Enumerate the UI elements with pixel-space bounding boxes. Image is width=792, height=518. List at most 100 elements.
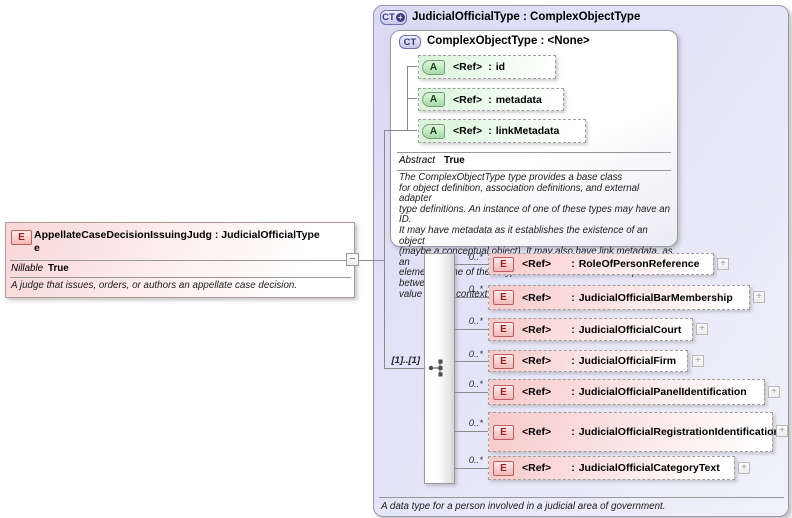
element-title-line2: e bbox=[34, 242, 40, 254]
connector-line bbox=[455, 468, 488, 469]
element-row[interactable]: E <Ref> :JudicialOfficialCategoryText bbox=[488, 456, 735, 480]
abstract-value: True bbox=[444, 155, 465, 166]
cardinality-label: 0..* bbox=[468, 349, 483, 360]
element-name: JudicialOfficialCategoryText bbox=[578, 462, 720, 474]
ref-keyword: <Ref> bbox=[453, 61, 483, 73]
expand-toggle[interactable]: + bbox=[738, 462, 750, 474]
element-title-line1: AppellateCaseDecisionIssuingJudg : Judic… bbox=[34, 229, 320, 241]
element-annotation: A judge that issues, orders, or authors … bbox=[11, 280, 298, 291]
attribute-icon: A bbox=[422, 59, 445, 75]
annotation-line: type definitions. An instance of one of … bbox=[399, 203, 671, 226]
complex-type-icon: CT+ bbox=[380, 10, 407, 25]
cardinality-label: 0..* bbox=[468, 284, 483, 295]
nillable-value: True bbox=[48, 263, 69, 274]
connector-line bbox=[455, 361, 488, 362]
colon-separator: : bbox=[571, 425, 575, 438]
attribute-row[interactable]: A <Ref> :metadata bbox=[418, 88, 564, 111]
attribute-name: linkMetadata bbox=[495, 125, 560, 137]
collapse-toggle[interactable]: − bbox=[346, 253, 359, 266]
base-type-title: ComplexObjectType : <None> bbox=[427, 35, 590, 47]
expand-toggle[interactable]: + bbox=[768, 386, 780, 398]
colon-separator: : bbox=[488, 93, 492, 106]
attribute-name: id bbox=[495, 61, 506, 73]
type-annotation: A data type for a person involved in a j… bbox=[381, 501, 666, 512]
element-row[interactable]: E <Ref> :JudicialOfficialPanelIdentifica… bbox=[488, 379, 765, 405]
nillable-label: Nillable bbox=[11, 263, 44, 274]
element-icon: E bbox=[493, 384, 514, 400]
sequence-cardinality: [1]..[1] bbox=[391, 355, 421, 366]
abstract-label: Abstract bbox=[399, 155, 435, 166]
colon-separator: : bbox=[571, 386, 575, 398]
expand-toggle[interactable]: + bbox=[776, 425, 788, 437]
extension-plus-icon: + bbox=[395, 13, 405, 22]
expand-toggle[interactable]: + bbox=[753, 291, 765, 303]
attribute-row[interactable]: A <Ref> :linkMetadata bbox=[418, 119, 586, 143]
annotation-line: The ComplexObjectType type provides a ba… bbox=[399, 172, 623, 183]
ref-keyword: <Ref> bbox=[522, 386, 552, 398]
colon-separator: : bbox=[571, 258, 575, 270]
colon-separator: : bbox=[571, 462, 575, 474]
connector-line bbox=[455, 264, 488, 265]
colon-separator: : bbox=[571, 291, 575, 304]
sequence-icon bbox=[428, 359, 443, 377]
ref-keyword: <Ref> bbox=[453, 93, 483, 106]
cardinality-label: 0..* bbox=[468, 455, 483, 466]
attribute-icon: A bbox=[422, 92, 445, 107]
connector-line bbox=[407, 66, 417, 67]
ct-badge-label: CT bbox=[382, 12, 395, 23]
ref-keyword: <Ref> bbox=[522, 355, 552, 367]
attribute-name: metadata bbox=[495, 93, 542, 106]
base-type-box[interactable]: CT ComplexObjectType : <None> A <Ref> :i… bbox=[390, 30, 678, 299]
connector-line bbox=[407, 98, 417, 99]
colon-separator: : bbox=[571, 323, 575, 336]
element-title: AppellateCaseDecisionIssuingJudg : Judic… bbox=[34, 229, 320, 255]
ref-keyword: <Ref> bbox=[522, 426, 552, 438]
type-title: JudicialOfficialType : ComplexObjectType bbox=[412, 11, 641, 23]
annotation-line: It may have metadata as it establishes t… bbox=[399, 224, 648, 247]
element-name: RoleOfPersonReference bbox=[578, 258, 700, 270]
colon-separator: : bbox=[571, 355, 575, 367]
colon-separator: : bbox=[488, 125, 492, 137]
element-name: JudicialOfficialPanelIdentification bbox=[578, 386, 747, 398]
colon-separator: : bbox=[488, 61, 492, 73]
cardinality-label: 0..* bbox=[468, 379, 483, 390]
element-icon: E bbox=[493, 460, 514, 476]
connector-line bbox=[384, 368, 424, 369]
connector-line bbox=[384, 130, 385, 368]
ref-keyword: <Ref> bbox=[522, 291, 552, 304]
connector-line bbox=[455, 392, 488, 393]
element-row[interactable]: E <Ref> :JudicialOfficialBarMembership bbox=[488, 285, 750, 310]
ref-keyword: <Ref> bbox=[453, 125, 483, 137]
divider bbox=[10, 260, 351, 261]
cardinality-label: 0..* bbox=[468, 252, 483, 263]
element-row[interactable]: E <Ref> :JudicialOfficialRegistrationIde… bbox=[488, 412, 780, 452]
attribute-row[interactable]: A <Ref> :id bbox=[418, 55, 556, 79]
divider bbox=[10, 277, 351, 278]
element-icon: E bbox=[493, 256, 514, 272]
expand-toggle[interactable]: + bbox=[717, 258, 729, 270]
expand-toggle[interactable]: + bbox=[692, 355, 704, 367]
ct-badge-label: CT bbox=[403, 36, 417, 48]
element-icon: E bbox=[493, 290, 514, 305]
annotation-line: (maybe a conceptual object). It may also… bbox=[399, 246, 673, 268]
element-name: JudicialOfficialBarMembership bbox=[578, 291, 733, 304]
expand-toggle[interactable]: + bbox=[696, 323, 708, 335]
element-row[interactable]: E <Ref> :JudicialOfficialFirm bbox=[488, 350, 688, 372]
element-icon: E bbox=[493, 322, 514, 337]
divider bbox=[379, 497, 784, 498]
divider bbox=[397, 170, 671, 171]
element-name: JudicialOfficialFirm bbox=[578, 355, 677, 367]
complex-type-icon: CT bbox=[399, 35, 421, 49]
cardinality-label: 0..* bbox=[468, 418, 483, 429]
cardinality-label: 0..* bbox=[468, 316, 483, 327]
element-icon: E bbox=[493, 424, 514, 440]
element-row[interactable]: E <Ref> :RoleOfPersonReference bbox=[488, 253, 714, 275]
element-row[interactable]: E <Ref> :JudicialOfficialCourt bbox=[488, 318, 693, 341]
element-declaration-box[interactable]: E AppellateCaseDecisionIssuingJudg : Jud… bbox=[5, 222, 355, 298]
ref-keyword: <Ref> bbox=[522, 323, 552, 336]
element-name: JudicialOfficialRegistrationIdentificati… bbox=[578, 425, 780, 438]
ref-keyword: <Ref> bbox=[522, 462, 552, 474]
element-icon: E bbox=[493, 353, 514, 369]
annotation-line: for object definition, association defin… bbox=[399, 182, 640, 205]
